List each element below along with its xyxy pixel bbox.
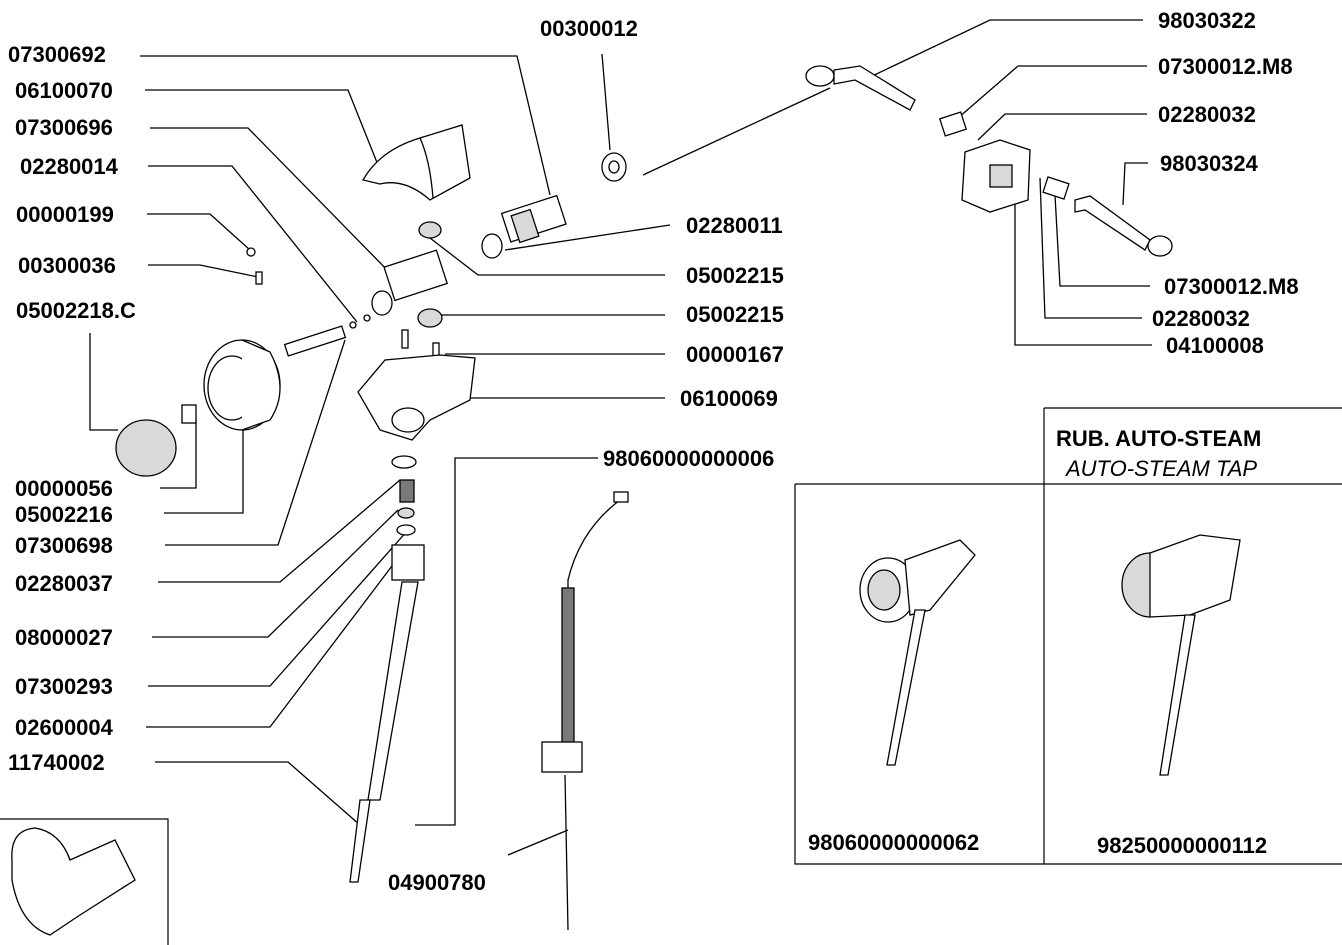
variants-box xyxy=(794,407,1342,865)
probe-04900780 xyxy=(541,491,629,931)
block-04100008 xyxy=(961,139,1031,213)
label-05002216: 05002216 xyxy=(15,502,113,527)
label-02600004: 02600004 xyxy=(15,715,114,740)
steam-wand-assembly xyxy=(349,455,425,883)
label-00300036: 00300036 xyxy=(18,253,116,278)
pipe-98030322 xyxy=(805,65,916,111)
label-02280032-a: 02280032 xyxy=(1158,102,1256,127)
label-02280011: 02280011 xyxy=(686,213,783,238)
knob-05002215-lower xyxy=(417,308,443,328)
label-98060000000006: 98060000000006 xyxy=(603,446,774,471)
valve-body-07300696 xyxy=(371,249,449,316)
label-07300692: 07300692 xyxy=(8,42,106,67)
label-00000199: 00000199 xyxy=(16,202,114,227)
variants-title: RUB. AUTO-STEAM xyxy=(1056,426,1261,451)
label-07300698: 07300698 xyxy=(15,533,113,558)
label-11740002: 11740002 xyxy=(8,750,105,775)
fitting-07300692 xyxy=(481,194,567,259)
knob-05002215-upper xyxy=(418,221,442,239)
label-07300293: 07300293 xyxy=(15,674,113,699)
variants-labels: RUB. AUTO-STEAM AUTO-STEAM TAP 980600000… xyxy=(808,426,1267,858)
leader-lines xyxy=(89,19,1152,856)
variants-subtitle: AUTO-STEAM TAP xyxy=(1064,456,1257,481)
part-number-labels: 07300692 06100070 07300696 02280014 0000… xyxy=(8,8,1299,895)
detail-inset-bottom-left xyxy=(11,827,136,936)
label-98030322: 98030322 xyxy=(1158,8,1256,33)
label-00000167: 00000167 xyxy=(686,342,784,367)
label-05002215-a: 05002215 xyxy=(686,263,784,288)
variant-98250000000112-drawing xyxy=(1121,534,1241,776)
label-02280014: 02280014 xyxy=(20,154,119,179)
fitting-07300012-m8-lower xyxy=(1042,176,1070,200)
inset-box xyxy=(0,818,169,945)
label-00000056: 00000056 xyxy=(15,476,113,501)
label-07300012-m8-b: 07300012.M8 xyxy=(1164,274,1299,299)
variant-code-left: 98060000000062 xyxy=(808,830,979,855)
cover-06100070 xyxy=(362,124,471,201)
label-07300696: 07300696 xyxy=(15,115,113,140)
label-02280037: 02280037 xyxy=(15,571,113,596)
label-04900780: 04900780 xyxy=(388,870,486,895)
base-06100069 xyxy=(357,354,476,441)
label-06100069: 06100069 xyxy=(680,386,778,411)
label-98030324: 98030324 xyxy=(1160,151,1259,176)
cap-05002218-c xyxy=(115,419,177,477)
variant-98060000000062-drawing xyxy=(859,539,976,766)
nut-00300012 xyxy=(601,152,627,182)
nut-00000056 xyxy=(181,404,197,424)
spindle-07300698 xyxy=(283,325,347,357)
label-05002218-c: 05002218.C xyxy=(16,298,136,323)
variant-code-right: 98250000000112 xyxy=(1097,833,1267,858)
label-08000027: 08000027 xyxy=(15,625,113,650)
label-07300012-m8-a: 07300012.M8 xyxy=(1158,54,1293,79)
pipe-98030324 xyxy=(1074,195,1173,257)
label-05002215-b: 05002215 xyxy=(686,302,784,327)
label-00300012: 00300012 xyxy=(540,16,638,41)
label-06100070: 06100070 xyxy=(15,78,113,103)
label-02280032-b: 02280032 xyxy=(1152,306,1250,331)
fitting-07300012-m8-upper xyxy=(938,111,968,137)
label-04100008: 04100008 xyxy=(1166,333,1264,358)
knob-ring-05002216 xyxy=(203,339,281,431)
small-parts xyxy=(246,247,440,362)
